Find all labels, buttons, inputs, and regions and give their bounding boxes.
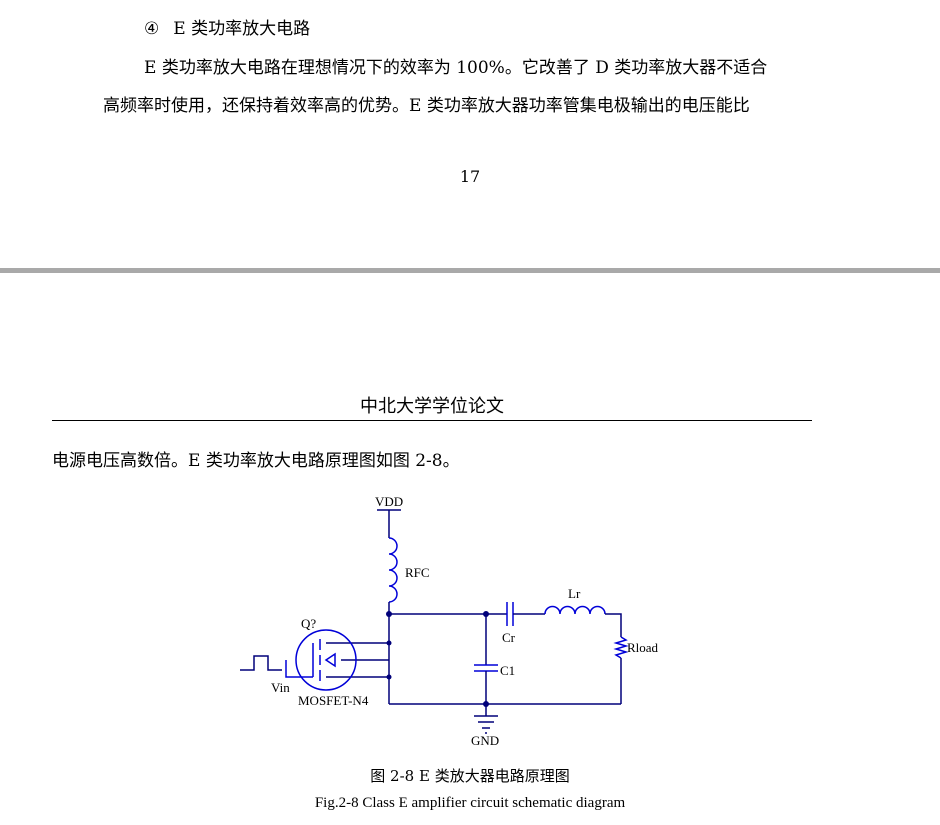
rfc-inductor xyxy=(388,537,398,603)
paragraph-line-1: E 类功率放大电路在理想情况下的效率为 100%。它改善了 D 类功率放大器不适… xyxy=(144,58,768,78)
q-label: Q? xyxy=(301,616,316,631)
paragraph-line-3: 电源电压高数倍。E 类功率放大电路原理图如图 2-8。 xyxy=(52,451,460,471)
junction-c1-top xyxy=(483,611,489,617)
lr-to-rload-wire xyxy=(605,613,622,637)
vin-label: Vin xyxy=(271,680,290,695)
mosfet-arrow-icon xyxy=(324,652,336,668)
figure-caption-en: Fig.2-8 Class E amplifier circuit schema… xyxy=(314,795,626,811)
junction-body xyxy=(386,674,392,680)
mosfet-label: MOSFET-N4 xyxy=(298,693,369,708)
running-header: 中北大学学位论文 xyxy=(360,396,504,417)
cr-capacitor xyxy=(506,602,514,626)
rload-label: Rload xyxy=(627,640,659,655)
gnd-label: GND xyxy=(471,733,499,748)
rfc-label: RFC xyxy=(405,565,430,580)
junction-source xyxy=(386,640,392,646)
vdd-rail xyxy=(377,509,401,538)
page-break-divider xyxy=(0,268,940,273)
rload-resistor xyxy=(613,636,629,659)
header-rule xyxy=(52,420,812,421)
figure-caption-cn: 图 2-8 E 类放大器电路原理图 xyxy=(370,767,570,785)
cr-label: Cr xyxy=(502,630,516,645)
lr-inductor xyxy=(544,605,606,615)
section-number: ④ xyxy=(144,19,160,39)
vdd-label: VDD xyxy=(375,494,403,509)
mosfet-channel-leads xyxy=(326,642,389,678)
ground-icon xyxy=(474,715,498,734)
c1-capacitor xyxy=(474,664,498,672)
section-heading: ④ E 类功率放大电路 xyxy=(144,16,310,42)
lr-label: Lr xyxy=(568,586,581,601)
junction-drain xyxy=(386,611,392,617)
mosfet-gate-lead xyxy=(285,660,313,678)
mosfet-gate xyxy=(312,639,321,681)
junction-bottom xyxy=(483,701,489,707)
c1-label: C1 xyxy=(500,663,515,678)
paragraph-line-2: 高频率时使用，还保持着效率高的优势。E 类功率放大器功率管集电极输出的电压能比 xyxy=(103,96,750,116)
section-title: E 类功率放大电路 xyxy=(173,19,311,39)
vin-pulse-waveform xyxy=(240,655,282,671)
page-number: 17 xyxy=(459,167,481,186)
mosfet-circle xyxy=(295,629,357,691)
